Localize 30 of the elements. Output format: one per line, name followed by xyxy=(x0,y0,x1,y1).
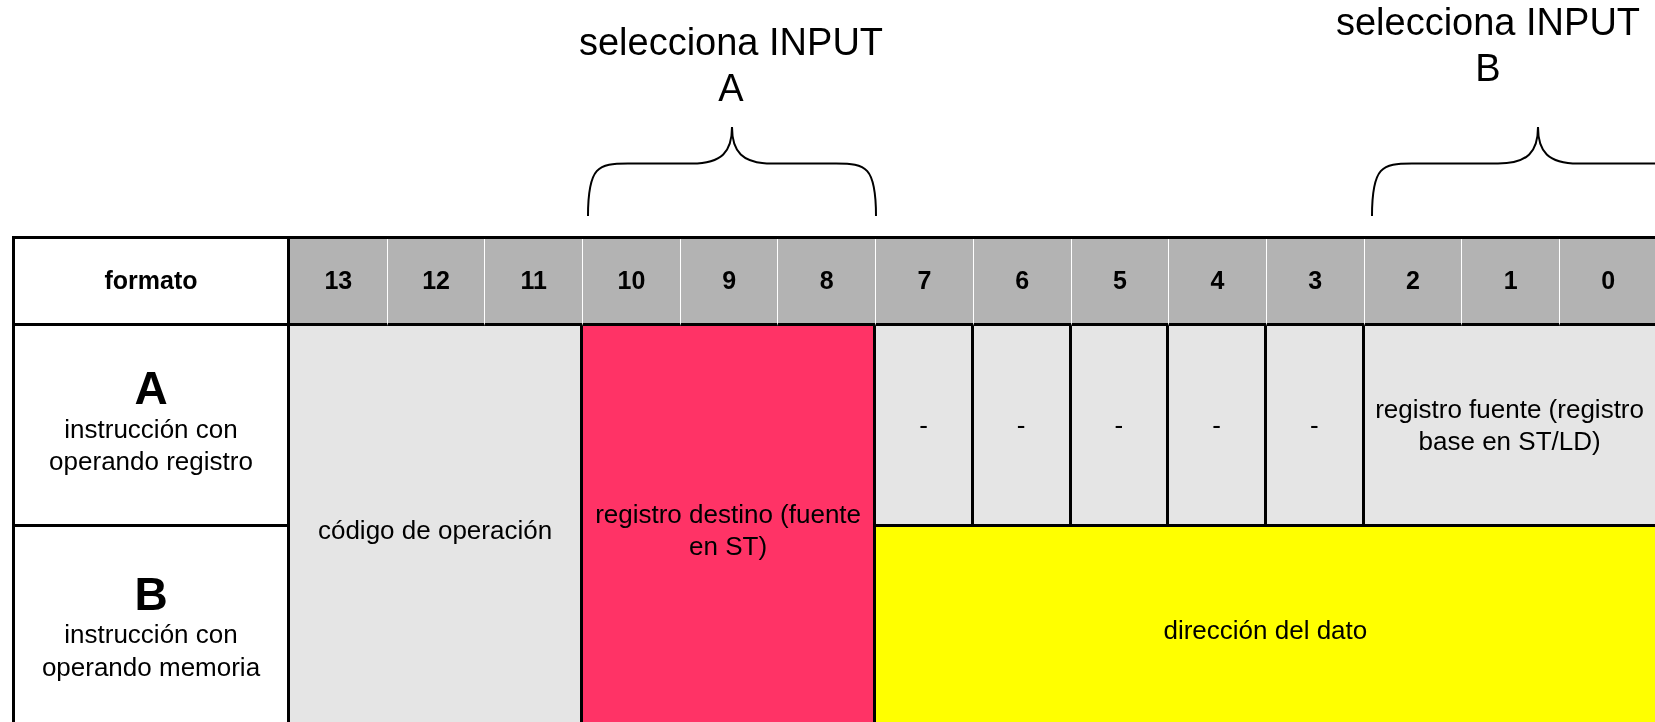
bit-number: 5 xyxy=(1071,239,1170,326)
format-letter: A xyxy=(134,364,168,413)
address-field: dirección del dato xyxy=(876,527,1655,722)
format-letter: B xyxy=(134,569,168,619)
unused-bit-field: - xyxy=(876,326,974,527)
bit-number: 12 xyxy=(387,239,486,326)
bit-number: 3 xyxy=(1266,239,1365,326)
bit-number: 11 xyxy=(485,239,584,326)
bit-number: 2 xyxy=(1364,239,1463,326)
unused-bit-field: - xyxy=(973,326,1072,527)
bit-number: 7 xyxy=(876,239,974,326)
unused-bit-field: - xyxy=(1071,326,1170,527)
unused-bit-field: - xyxy=(1266,326,1365,527)
bit-number: 1 xyxy=(1462,239,1560,326)
format-description: instrucción con operando memoria xyxy=(40,618,262,684)
opcode-field: código de operación xyxy=(290,326,584,722)
source-register-field: registro fuente (registro base en ST/LD) xyxy=(1364,326,1655,527)
brace-label: selecciona INPUT A xyxy=(577,20,885,111)
bit-number: 10 xyxy=(583,239,681,326)
bit-number: 4 xyxy=(1169,239,1267,326)
column-header: formato xyxy=(15,239,290,326)
bit-number: 8 xyxy=(778,239,877,326)
destination-register-field: registro destino (fuente en ST) xyxy=(583,326,877,722)
bit-number: 0 xyxy=(1559,239,1655,326)
bit-number: 6 xyxy=(973,239,1072,326)
brace-label: selecciona INPUT B xyxy=(1334,0,1642,91)
format-description: instrucción con operando registro xyxy=(48,412,254,478)
unused-bit-field: - xyxy=(1169,326,1267,527)
bit-number: 9 xyxy=(680,239,779,326)
bit-number: 13 xyxy=(290,239,388,326)
